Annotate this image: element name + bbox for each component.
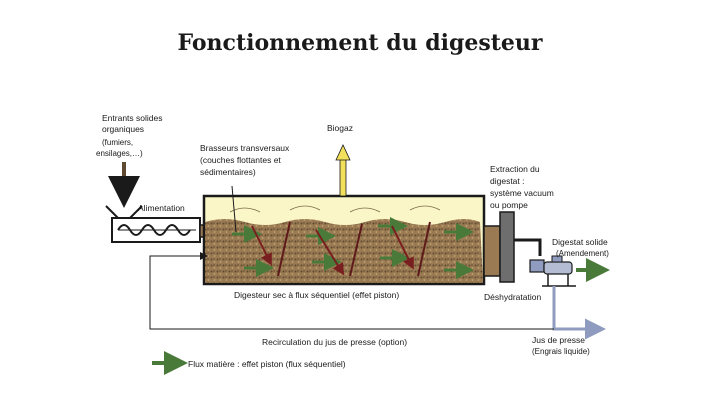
- biogas-label: Biogaz: [327, 123, 353, 133]
- inputs-label-3: (fumiers,: [102, 138, 133, 147]
- extraction-label-2: digestat :: [490, 176, 525, 186]
- mixer-pointer: [231, 185, 237, 233]
- extraction-label-1: Extraction du: [490, 164, 540, 174]
- mixers-label-3: sédimentaires): [200, 167, 256, 177]
- digester-tank: [202, 194, 486, 286]
- alimentation-label: Alimentation: [138, 203, 185, 213]
- feed-hopper: [105, 205, 143, 219]
- extraction-label-3: système vacuum: [490, 188, 554, 198]
- inputs-label-1: Entrants solides: [102, 113, 162, 123]
- recirculation-label: Recirculation du jus de presse (option): [262, 337, 407, 347]
- mixers-label-1: Brasseurs transversaux: [200, 143, 290, 153]
- biogas-outlet: [335, 144, 351, 197]
- screw-feeder: [111, 217, 201, 243]
- page-title: Fonctionnement du digesteur: [177, 30, 543, 56]
- solid-digestate-label: Digestat solide: [552, 237, 608, 247]
- extraction-label-4: ou pompe: [490, 200, 528, 210]
- recirculation-loop: [149, 252, 554, 330]
- digester-label: Digesteur sec à flux séquentiel (effet p…: [234, 290, 399, 300]
- flow-arrows: [232, 217, 474, 279]
- liquid-fertilizer-label: (Engrais liquide): [532, 347, 590, 356]
- inputs-label-2: organiques: [102, 124, 144, 134]
- mixers-label-2: (couches flottantes et: [200, 155, 281, 165]
- digestate-pipe: [514, 238, 542, 256]
- press-juice-pipe: [552, 286, 606, 340]
- press-juice-label: Jus de presse: [532, 335, 585, 345]
- transverse-mixers: [251, 221, 431, 277]
- dewatering-press: [529, 255, 576, 287]
- dehydration-label: Déshydratation: [484, 292, 541, 302]
- amendment-label: (Amendement): [556, 249, 609, 258]
- legend-label: Flux matière : effet piston (flux séquen…: [188, 359, 346, 369]
- extraction-unit: [483, 211, 515, 283]
- inputs-label-4: ensilages,…): [96, 149, 143, 158]
